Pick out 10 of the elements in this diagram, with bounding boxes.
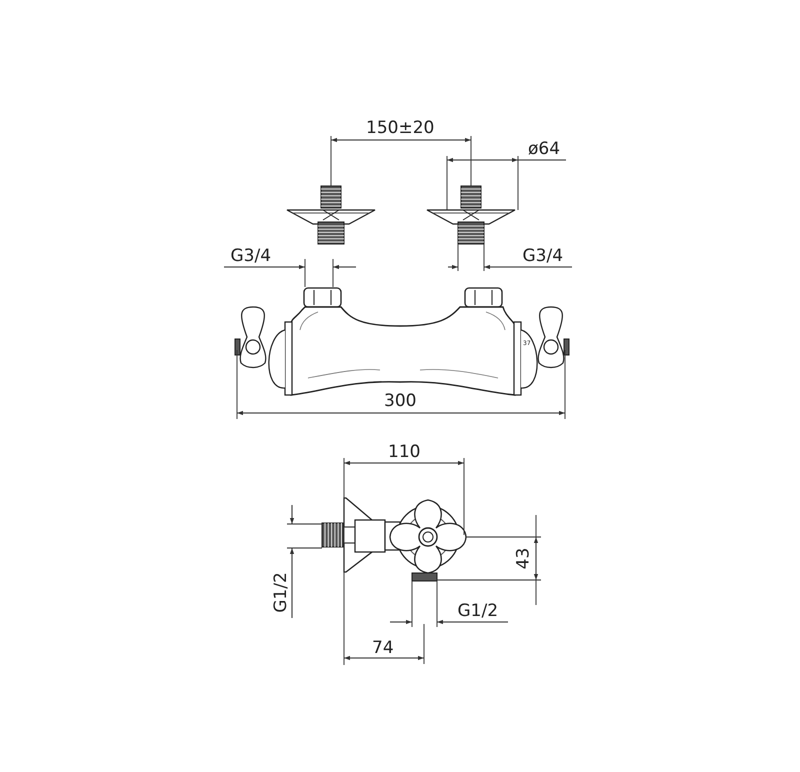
dimension-label: ø64 — [528, 140, 560, 158]
thread-label: G3/4 — [230, 248, 272, 264]
dimension-label: 74 — [372, 640, 394, 656]
thread-label: G1/2 — [272, 572, 290, 612]
dimension-label: 300 — [384, 392, 416, 410]
dimension-label: 43 — [515, 547, 532, 569]
thread-label: G1/2 — [458, 602, 498, 620]
thread-label: G3/4 — [522, 248, 564, 264]
dimension-label: 150±20 — [366, 120, 434, 136]
dimension-label: 110 — [388, 444, 420, 460]
